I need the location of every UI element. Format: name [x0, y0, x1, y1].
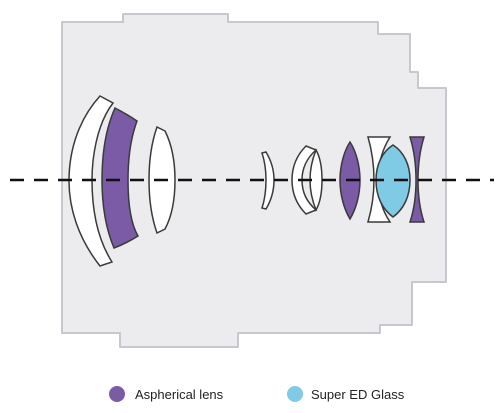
aspherical-legend-label: Aspherical lens — [135, 387, 224, 402]
middle-positive-element — [309, 148, 323, 212]
super-ed-legend-label: Super ED Glass — [311, 387, 405, 402]
super-ed-glass-element — [375, 144, 411, 218]
super-ed-legend-swatch — [287, 386, 303, 402]
front-aspherical-element — [101, 106, 140, 249]
rear-aspherical-biconcave-element — [408, 136, 426, 223]
legend: Aspherical lens Super ED Glass — [109, 386, 405, 402]
thin-element — [261, 151, 275, 210]
aspherical-legend-swatch — [109, 386, 125, 402]
